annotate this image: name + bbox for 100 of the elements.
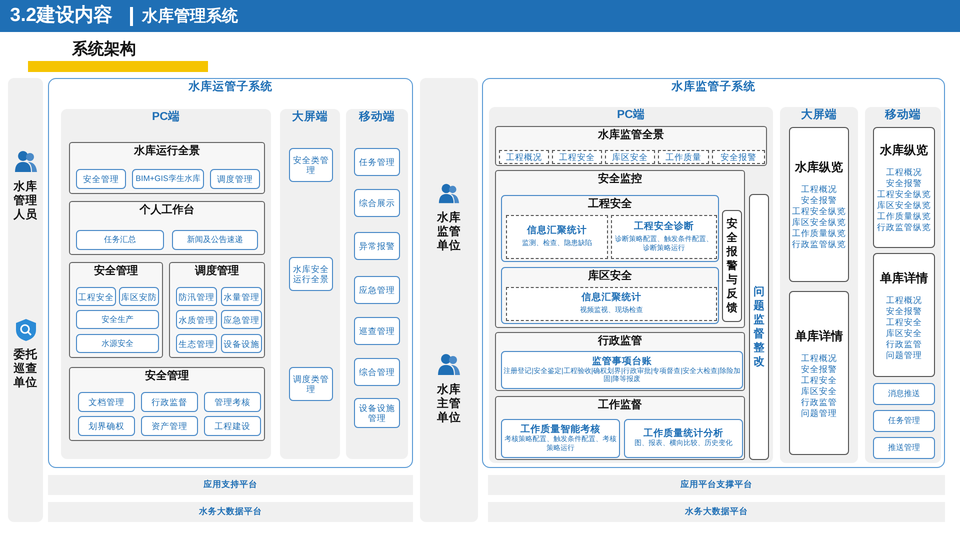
box-label: 工程安全 [559,152,595,162]
view-card [789,127,849,282]
function-box [78,416,135,436]
box-label: 任务管理 [359,157,395,167]
box-title: 安全管理 [145,370,189,383]
function-box [873,410,935,432]
function-tag [552,150,602,164]
function-box [204,392,261,412]
box-title: PC端 [617,109,645,122]
function-box [289,257,333,291]
function-box [221,334,262,353]
module-box [69,367,265,441]
box-label: 行政监督 [152,397,188,407]
function-tag [499,150,549,164]
box-label: 管理考核 [214,397,250,407]
box-label: 调度类管理 [293,374,329,394]
module-box [69,142,265,194]
function-box [176,310,217,329]
box-label: 综合展示 [359,198,395,208]
function-box [501,351,743,389]
module-box [495,170,745,328]
box-title: 水库运行全景 [134,145,200,158]
function-box [501,419,620,458]
box-title: 水库监管全景 [598,129,664,142]
actor-label: 委托巡查单位 [14,348,38,390]
function-box [354,276,400,304]
column-panel [61,109,271,459]
vertical-label: 问题监督整改 [753,285,765,369]
function-box [176,287,217,306]
list-item: 问题管理 [886,350,922,360]
box-title: 调度管理 [195,265,239,278]
function-box [172,230,258,250]
box-title: 库区安全 [588,270,632,283]
list-item: 工程概况 [801,352,837,362]
list-item: 行政监管纵览 [792,239,846,249]
subsystem-frame [48,78,413,468]
box-title: 移动端 [359,111,395,124]
box-label: 工程建设 [214,421,250,431]
module-box [169,262,265,358]
list-item: 行政监管 [801,396,837,406]
box-title: 信息汇聚统计 [527,225,587,238]
view-card [873,127,935,248]
function-box [289,148,333,182]
column-panel [346,109,408,459]
subsystem-frame [482,78,945,468]
function-card [611,215,717,259]
box-label: 工作质量 [666,152,702,162]
box-label: 推送管理 [888,443,920,453]
box-title: 行政监管 [598,335,642,348]
module-box [495,332,745,391]
platform-label: 水务大数据平台 [685,506,748,518]
box-label: 消息推送 [888,389,920,399]
list-item: 安全报警 [886,178,922,188]
platform-label: 应用平台支撑平台 [680,479,752,491]
box-title: 安全监控 [598,173,642,186]
box-label: 工程概况 [506,152,542,162]
module-box [495,126,767,166]
list-item: 工程安全纵览 [877,189,931,199]
list-item: 安全报警 [886,306,922,316]
box-label: 库区安全 [612,152,648,162]
view-card [789,291,849,455]
function-box [76,230,164,250]
list-item: 工程概况 [886,294,922,304]
box-label: 设备设施 [224,338,260,348]
box-title: 水库纵览 [880,143,928,158]
function-box [354,189,400,217]
function-box [354,232,400,260]
function-box [204,416,261,436]
list-item: 库区安全 [886,328,922,338]
function-box [873,383,935,405]
box-title: 移动端 [885,109,921,122]
column-panel [280,109,340,459]
list-item: 工程概况 [801,184,837,194]
box-label: 异常报警 [359,241,395,251]
box-title: 工作质量智能考核 [520,424,600,435]
function-card [506,215,608,259]
box-label: 安全类管理 [293,155,329,175]
box-label: 安全报警 [720,152,756,162]
box-label: 工程安全 [78,292,114,302]
box-title: 大屏端 [292,111,328,124]
box-title: 个人工作台 [140,204,194,217]
function-box [289,367,333,401]
list-item: 安全报警 [801,195,837,205]
box-label: 新闻及公告速递 [187,235,243,245]
module-box [69,201,265,255]
function-box [76,169,126,189]
box-title: 工程安全 [588,198,632,211]
box-title: PC端 [152,111,180,124]
box-label: 安全生产 [102,314,134,324]
box-title: 工作监督 [598,399,642,412]
box-label: 生态管理 [178,338,214,348]
box-label: 巡查管理 [359,326,395,336]
list-item: 工程安全 [886,316,922,326]
box-title: 安全管理 [94,265,138,278]
list-item: 工程概况 [886,167,922,177]
list-item: 工程安全纵览 [792,206,846,216]
column-panel [489,107,773,463]
box-title: 监管事项台账 [592,356,652,367]
list-item: 库区安全纵览 [877,200,931,210]
box-label: 任务汇总 [104,235,136,245]
